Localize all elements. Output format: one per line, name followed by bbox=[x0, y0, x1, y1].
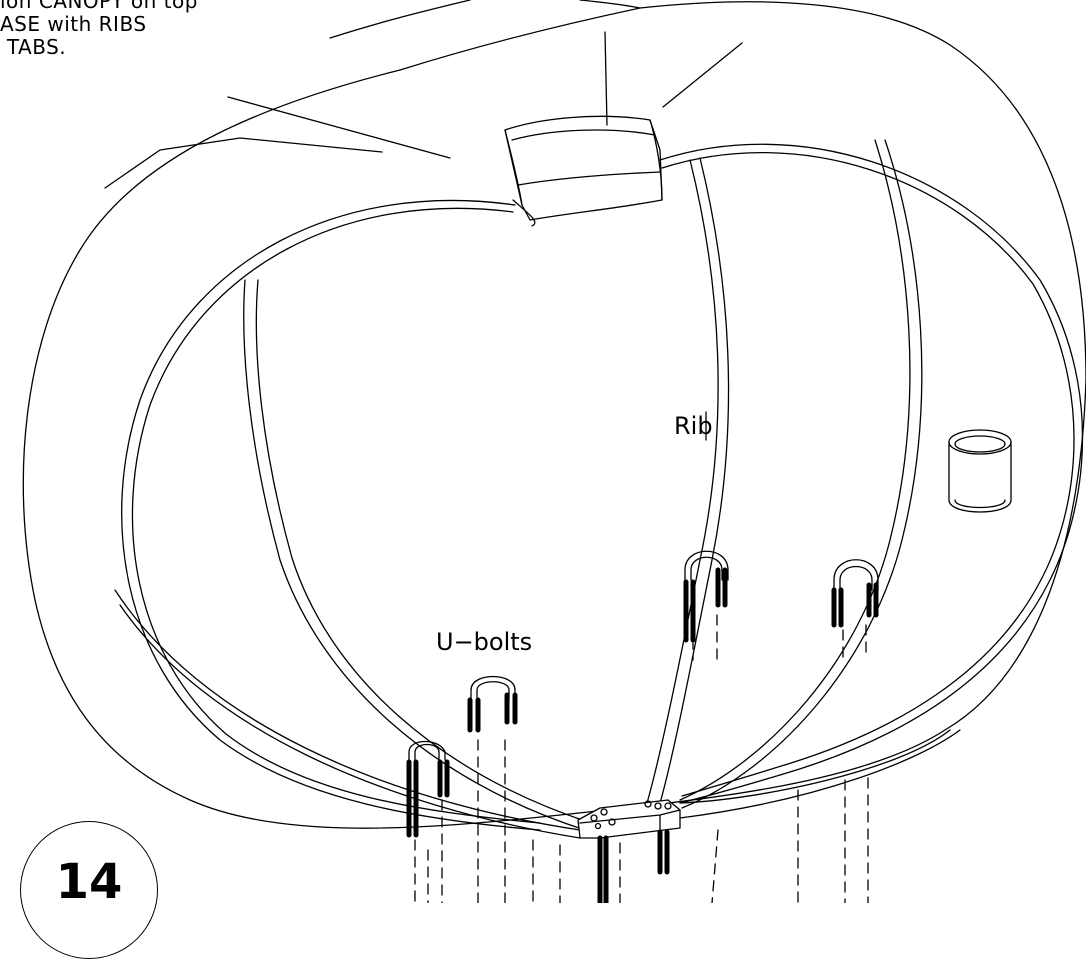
base-bolts bbox=[597, 829, 719, 903]
diagram-drawing bbox=[22, 0, 1086, 903]
u-bolts-label: U−bolts bbox=[436, 628, 533, 656]
instruction-line-2: ASE with RIBS bbox=[0, 12, 147, 36]
step-number-badge: 14 bbox=[20, 821, 158, 959]
cup bbox=[948, 429, 1012, 513]
stake-lines bbox=[427, 777, 869, 903]
instruction-line-3: TABS. bbox=[0, 35, 67, 59]
ribs bbox=[114, 139, 961, 839]
u-bolt-left bbox=[406, 740, 450, 903]
u-bolt-middle bbox=[467, 676, 518, 903]
canopy-creases bbox=[104, 31, 743, 189]
hub-cap bbox=[504, 115, 663, 227]
u-bolt-right-center bbox=[683, 550, 729, 661]
canopy-outline bbox=[22, 0, 1086, 829]
rib-label: Rib bbox=[674, 412, 713, 440]
instruction-line-1: ion CANOPY on top bbox=[0, 0, 198, 13]
base-hub bbox=[577, 799, 681, 839]
u-bolt-far-right bbox=[831, 559, 879, 661]
